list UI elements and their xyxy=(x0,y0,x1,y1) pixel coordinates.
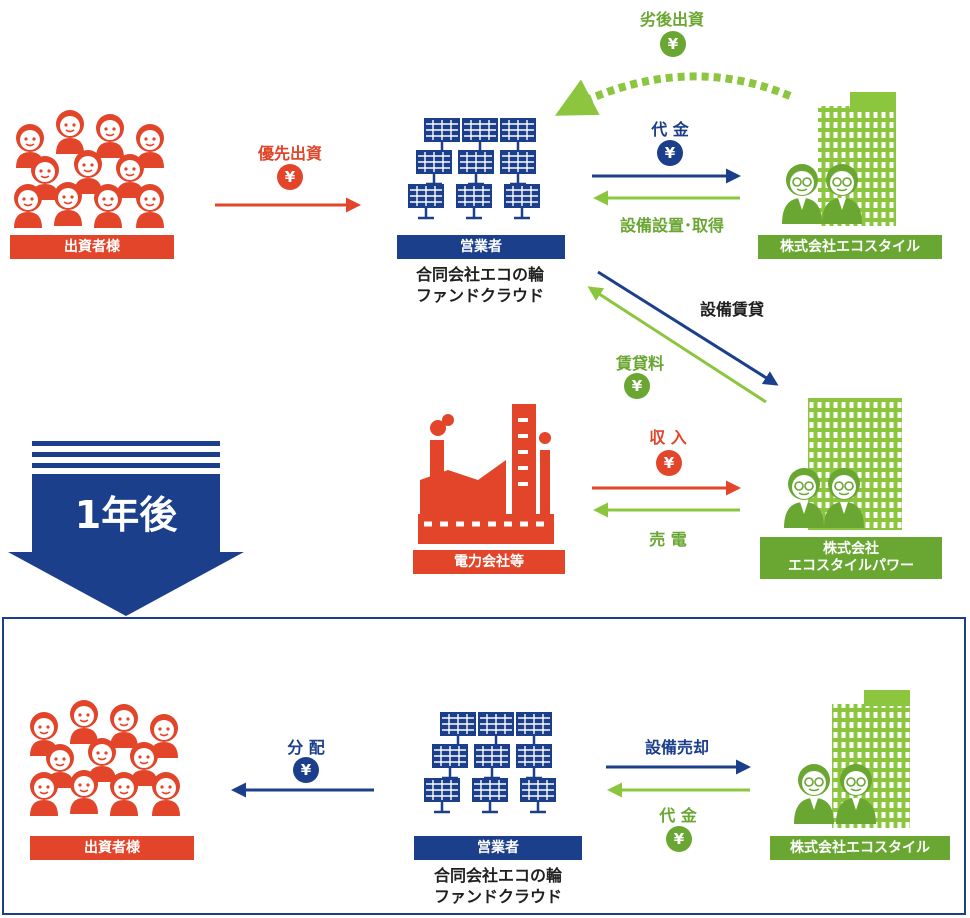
equipment-lease-arrow xyxy=(597,270,779,386)
operator-company-line1-bottom: 合同会社エコの輪 xyxy=(433,866,562,885)
operator-company-name: 合同会社エコの輪 ファンドクラウド xyxy=(380,264,580,306)
yen-icon: ¥ xyxy=(293,757,319,783)
yen-icon: ¥ xyxy=(656,450,682,476)
operator-company-line1: 合同会社エコの輪 xyxy=(415,265,544,284)
investors-label: 出資者様 xyxy=(64,238,120,255)
payment-label: 代 金 xyxy=(651,120,689,139)
power-company-label: 電力会社等 xyxy=(454,553,524,570)
ecostyle-power-line1: 株式会社 xyxy=(823,541,879,557)
equipment-sale-label: 設備売却 xyxy=(644,738,709,757)
operator-role-label: 営業者 xyxy=(460,238,502,255)
after-one-year-section xyxy=(2,617,966,915)
investors-label-box-bottom: 出資者様 xyxy=(30,836,194,860)
ecostyle-power-building-icon xyxy=(783,398,902,530)
revenue-label: 収 入 xyxy=(649,428,687,447)
electricity-sale-label: 売 電 xyxy=(649,530,687,549)
priority-investment-label: 優先出資 xyxy=(257,144,322,163)
yen-icon: ¥ xyxy=(657,140,683,166)
payment-bottom-label: 代 金 xyxy=(659,806,697,825)
solar-panel-icon xyxy=(406,116,542,220)
investors-label-bottom: 出資者様 xyxy=(84,839,140,856)
operator-company-line2-bottom: ファンドクラウド xyxy=(433,887,562,906)
one-year-later-label: 1年後 xyxy=(74,493,178,537)
equipment-lease-label: 設備賃貸 xyxy=(699,300,764,319)
ecostyle-label-box: 株式会社エコスタイル xyxy=(758,235,942,259)
distribution-label: 分 配 xyxy=(287,738,325,757)
ecostyle-label-box-bottom: 株式会社エコスタイル xyxy=(770,836,950,860)
operator-company-line2: ファンドクラウド xyxy=(415,286,544,305)
operator-company-name-bottom: 合同会社エコの輪 ファンドクラウド xyxy=(398,865,598,907)
yen-icon: ¥ xyxy=(277,164,303,190)
ecostyle-building-icon-bottom xyxy=(793,690,910,828)
lease-fee-arrow xyxy=(587,286,767,404)
lease-fee-label: 賃貸料 xyxy=(615,354,664,373)
ecostyle-label-bottom: 株式会社エコスタイル xyxy=(790,839,930,856)
ecostyle-label: 株式会社エコスタイル xyxy=(780,238,920,255)
installation-label: 設備設置･取得 xyxy=(619,216,724,235)
power-company-label-box: 電力会社等 xyxy=(413,550,565,574)
ecostyle-building-icon xyxy=(781,92,896,226)
investors-crowd-icon xyxy=(13,109,165,229)
yen-icon: ¥ xyxy=(666,826,692,852)
investors-label-box: 出資者様 xyxy=(10,235,174,259)
yen-icon: ¥ xyxy=(660,31,686,57)
one-year-later-arrow xyxy=(8,441,244,616)
ecostyle-power-label-box: 株式会社 エコスタイルパワー xyxy=(760,537,942,579)
factory-icon xyxy=(418,404,554,544)
operator-role-box: 営業者 xyxy=(397,235,565,259)
operator-role-box-bottom: 営業者 xyxy=(414,836,582,860)
subordinated-investment-label: 劣後出資 xyxy=(639,10,704,29)
subordinated-investment-arrow xyxy=(554,72,792,116)
yen-icon: ¥ xyxy=(624,373,650,399)
ecostyle-power-line2: エコスタイルパワー xyxy=(788,558,914,574)
operator-role-label-bottom: 営業者 xyxy=(477,839,519,856)
